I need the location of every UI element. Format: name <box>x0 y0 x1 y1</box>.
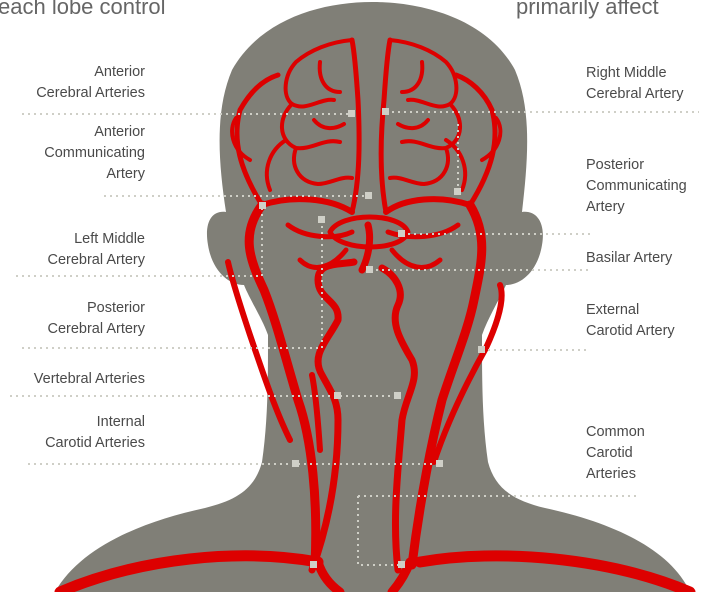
label-anterior-communicating-artery: Anterior Communicating Artery <box>44 122 145 185</box>
label-vertebral-arteries: Vertebral Arteries <box>34 369 145 390</box>
label-common-carotid-arteries: Common Carotid Arteries <box>586 422 645 485</box>
label-left-middle-cerebral-artery: Left Middle Cerebral Artery <box>47 229 145 271</box>
label-basilar-artery: Basilar Artery <box>586 248 672 269</box>
label-posterior-cerebral-artery: Posterior Cerebral Artery <box>47 298 145 340</box>
label-anterior-cerebral-arteries: Anterior Cerebral Arteries <box>36 62 145 104</box>
label-internal-carotid-arteries: Internal Carotid Arteries <box>45 412 145 454</box>
header-right-fragment: primarily affect <box>516 0 659 20</box>
header-left-fragment: each lobe control <box>0 0 166 20</box>
label-external-carotid-artery: External Carotid Artery <box>586 300 675 342</box>
label-right-middle-cerebral-artery: Right Middle Cerebral Artery <box>586 63 684 105</box>
label-posterior-communicating-artery: Posterior Communicating Artery <box>586 155 687 218</box>
